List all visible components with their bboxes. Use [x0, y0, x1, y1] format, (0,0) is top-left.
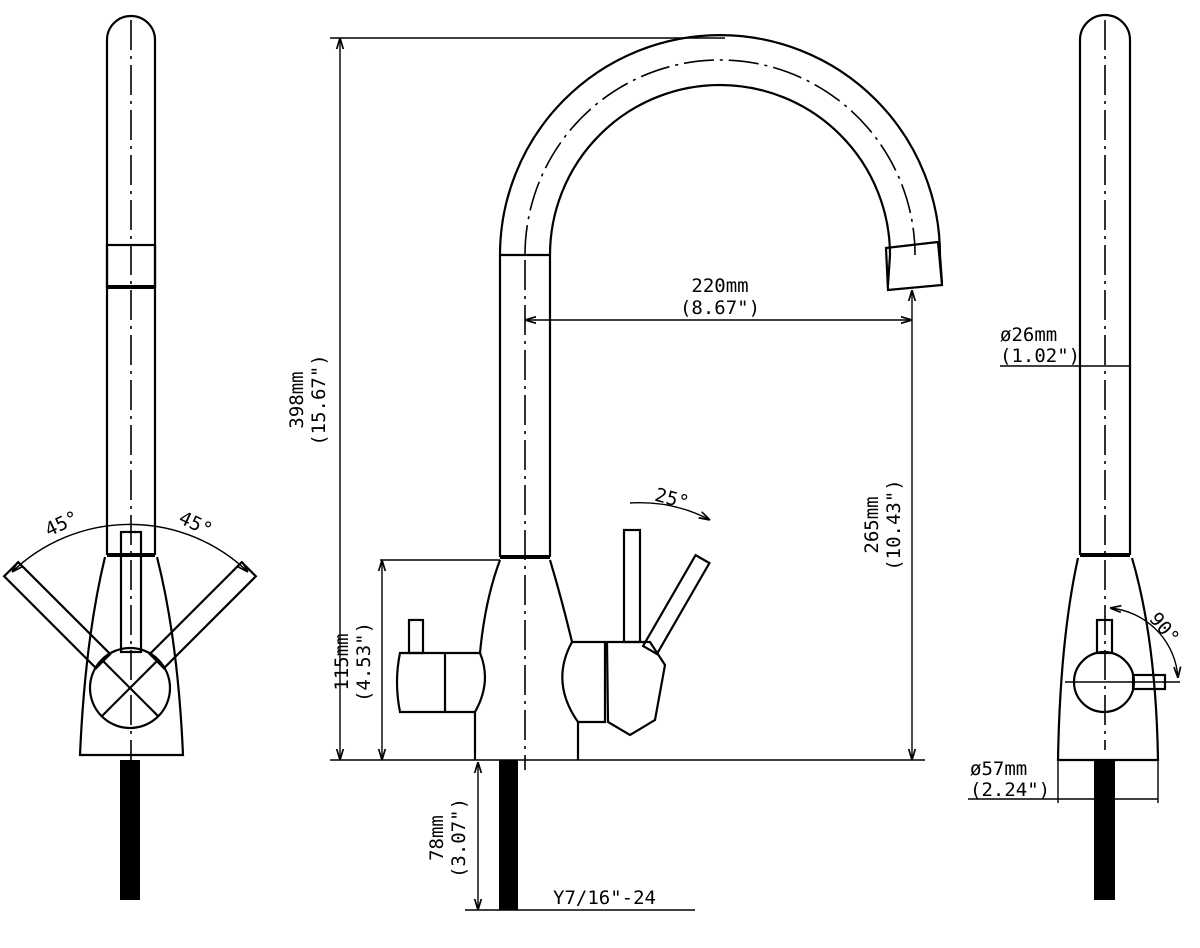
- body: [473, 559, 580, 760]
- aerator: [884, 240, 944, 292]
- side-view: 398mm (15.67") 220mm (8.67") 265mm (10.4…: [286, 33, 944, 911]
- base-diameter-mm: ø57mm: [970, 758, 1027, 780]
- left-handle: [395, 651, 480, 714]
- total-height-inch: (15.67"): [308, 354, 330, 446]
- lever-right: [148, 560, 258, 670]
- body-height-mm: 115mm: [331, 633, 353, 690]
- angle-left-label: 45°: [42, 507, 82, 541]
- shank-length-inch: (3.07"): [448, 798, 470, 878]
- base-diameter-inch: (2.24"): [970, 779, 1050, 801]
- reach-inch: (8.67"): [680, 297, 760, 319]
- supply-pipe: [120, 760, 140, 900]
- lever-center: [119, 530, 143, 654]
- spout-outer: [498, 33, 944, 557]
- spout-tube: [1078, 13, 1132, 555]
- spout-height-inch: (10.43"): [883, 479, 905, 571]
- front-view: 45° 45°: [2, 14, 258, 900]
- angle-arc: [12, 523, 248, 572]
- spout-height-mm: 265mm: [861, 496, 883, 553]
- end-view: 90° ø26mm (1.02") ø57mm (2.24"): [968, 13, 1183, 900]
- shank-length-mm: 78mm: [426, 815, 448, 861]
- spout-inner: [548, 83, 892, 557]
- reach-mm: 220mm: [691, 275, 748, 297]
- spout-diameter-mm: ø26mm: [1000, 324, 1057, 346]
- lever-tilt-label: 25°: [652, 484, 691, 514]
- body: [78, 556, 185, 757]
- cartridge-circle: [88, 646, 172, 730]
- supply-pipe: [499, 760, 518, 910]
- spout-diameter-inch: (1.02"): [1000, 345, 1080, 367]
- body-height-inch: (4.53"): [353, 622, 375, 702]
- body: [1056, 557, 1160, 762]
- total-height-mm: 398mm: [286, 371, 308, 428]
- supply-pipe: [1094, 760, 1115, 900]
- left-knob: [407, 618, 425, 655]
- angle-right-label: 45°: [175, 507, 215, 541]
- spout-tube: [105, 14, 157, 555]
- thread-label: Y7/16"-24: [553, 887, 656, 909]
- right-cartridge: [572, 640, 607, 724]
- lever-tilted: [641, 553, 711, 656]
- right-handle: [605, 640, 667, 737]
- lever-vertical: [622, 528, 642, 644]
